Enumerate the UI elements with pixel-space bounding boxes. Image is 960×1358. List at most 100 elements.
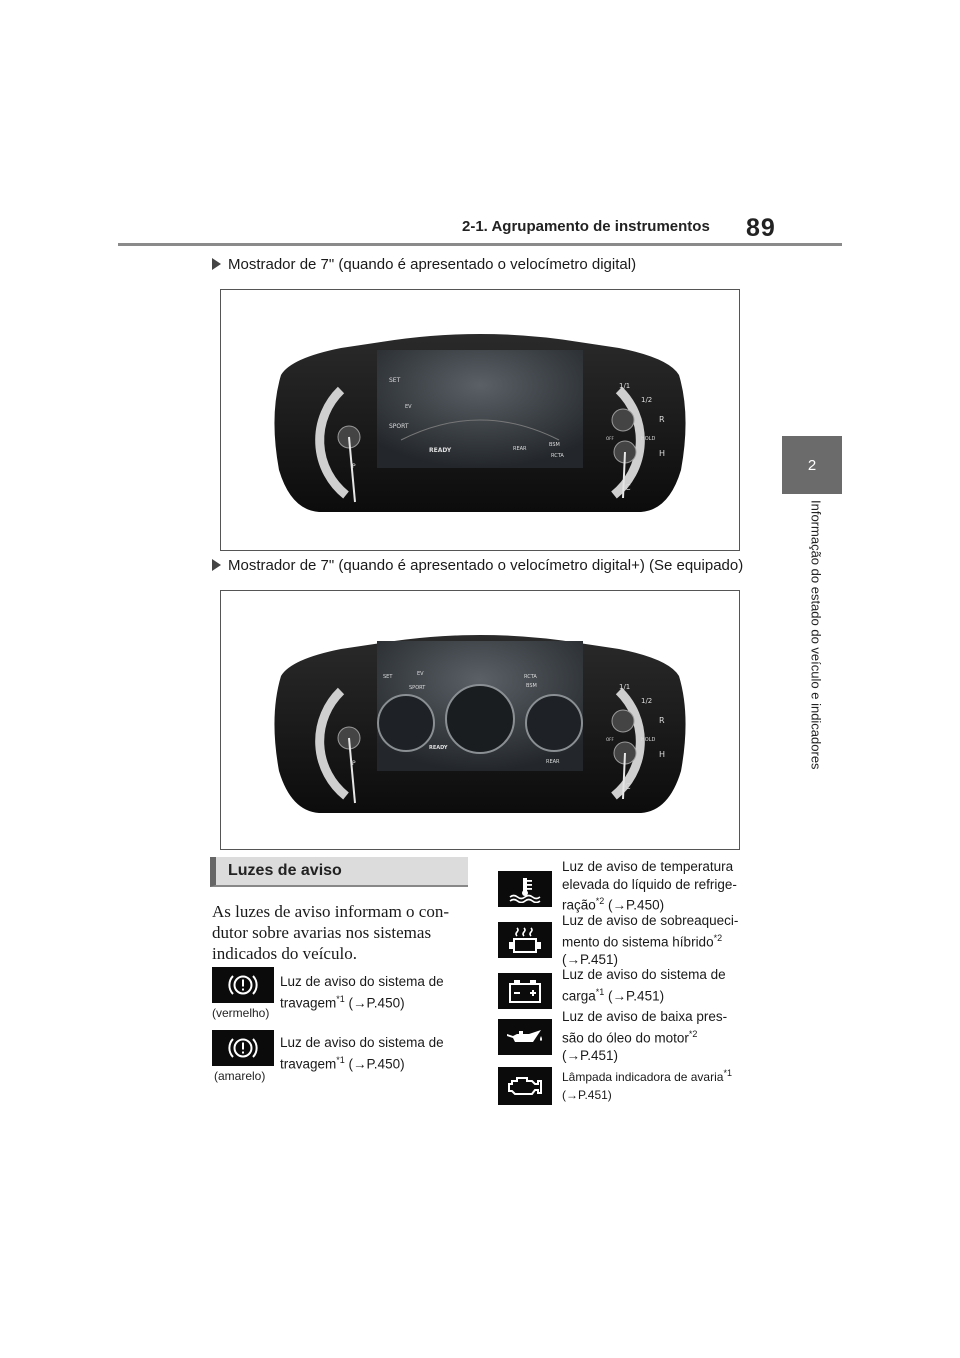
footnote-mark: *2 — [688, 1028, 698, 1039]
page-reference: (→P.450) — [344, 995, 405, 1010]
brake-system-icon — [212, 1030, 274, 1066]
section-heading: Luzes de aviso — [228, 862, 342, 879]
brake-warning-red-desc: Luz de aviso do sistema de travagem*1 (→… — [280, 973, 470, 1012]
footnote-mark: *1 — [723, 1068, 732, 1078]
desc-line: Luz de aviso de baixa pres- — [562, 1009, 728, 1024]
page-reference: (→P.450) — [604, 897, 665, 913]
hold-label: HOLD — [641, 436, 655, 442]
h-label: H — [659, 449, 665, 458]
desc-text: travagem — [280, 1056, 337, 1071]
bsm-label: BSM — [549, 442, 560, 448]
bsm-label: BSM — [526, 683, 537, 689]
off-label: OFF — [606, 436, 614, 441]
intro-paragraph: As luzes de aviso informam o con- dutor … — [212, 901, 474, 964]
desc-line: travagem*1 (→P.450) — [280, 1052, 470, 1073]
chapter-title-text: Informação do estado do veículo e indica… — [808, 500, 824, 770]
header-divider — [118, 243, 842, 246]
battery-charge-icon — [498, 973, 552, 1009]
footnote-mark: *2 — [713, 932, 723, 943]
malfunction-indicator-desc: Lâmpada indicadora de avaria*1 (→P.451) — [562, 1065, 762, 1104]
page-reference: (→P.451) — [562, 1087, 612, 1102]
hybrid-overheat-icon — [498, 922, 552, 958]
cluster-illustration-digital: SET SPORT READY REAR BSM RCTA 1/1 1/2 R … — [274, 334, 686, 512]
desc-line: mento do sistema híbrido*2 — [562, 930, 762, 951]
fuel-full-label: 1/1 — [619, 382, 630, 390]
desc-text: ração — [562, 897, 596, 913]
desc-line: Lâmpada indicadora de avaria*1 — [562, 1065, 762, 1087]
page-reference: (→P.451) — [562, 951, 619, 967]
c-label: C — [625, 782, 631, 791]
page-number: 89 — [746, 214, 776, 242]
color-note-yellow: (amarelo) — [214, 1069, 266, 1083]
sport-label: SPORT — [409, 685, 426, 691]
figure2-caption-text: Mostrador de 7" (quando é apresentado o … — [228, 557, 744, 574]
ev-label: EV — [417, 671, 424, 677]
rear-label: REAR — [513, 446, 527, 452]
intro-line: indicados do veículo. — [212, 944, 357, 963]
intro-line: As luzes de aviso informam o con- — [212, 902, 449, 921]
fuel-full-label: 1/1 — [619, 683, 630, 691]
desc-line: Luz de aviso do sistema de — [280, 1035, 444, 1050]
figure1-caption: Mostrador de 7" (quando é apresentado o … — [212, 256, 636, 273]
figure2-instrument-cluster: SET SPORT READY REAR BSM RCTA 1/1 1/2 R … — [220, 590, 740, 850]
chapter-side-title: Informação do estado do veículo e indica… — [806, 500, 826, 830]
desc-line: Luz de aviso de temperatura — [562, 859, 734, 874]
hold-label: HOLD — [641, 737, 655, 743]
desc-line: são do óleo do motor*2 — [562, 1026, 762, 1047]
r-label: R — [659, 716, 665, 725]
oil-pressure-icon — [498, 1019, 552, 1055]
c-label: C — [625, 483, 631, 492]
desc-text: Lâmpada indicadora de avaria — [562, 1070, 724, 1084]
rcta-label: RCTA — [551, 453, 564, 459]
desc-line: ração*2 (→P.450) — [562, 893, 762, 914]
p-label: P — [352, 760, 356, 767]
set-label: SET — [389, 377, 401, 384]
desc-line: elevada do líquido de refrige- — [562, 876, 737, 892]
figure2-caption: Mostrador de 7" (quando é apresentado o … — [212, 557, 743, 574]
intro-line: dutor sobre avarias nos sistemas — [212, 923, 432, 942]
chapter-tab: 2 — [782, 436, 842, 494]
desc-text: carga — [562, 988, 596, 1003]
coolant-warning-desc: Luz de aviso de temperatura elevada do l… — [562, 858, 762, 914]
ready-label: READY — [429, 447, 452, 454]
p-label: P — [352, 463, 356, 470]
desc-line: travagem*1 (→P.450) — [280, 991, 470, 1012]
cluster-illustration-digital-plus: SET SPORT READY REAR BSM RCTA 1/1 1/2 R … — [274, 635, 686, 813]
oil-pressure-desc: Luz de aviso de baixa pres- são do óleo … — [562, 1008, 762, 1064]
figure1-instrument-cluster: SET SPORT READY REAR BSM RCTA 1/1 1/2 R … — [220, 289, 740, 551]
fuel-half-label: 1/2 — [641, 396, 652, 404]
triangle-bullet-icon — [212, 559, 221, 571]
desc-line: Luz de aviso de sobreaqueci- — [562, 913, 739, 928]
triangle-bullet-icon — [212, 258, 221, 270]
r-label: R — [659, 415, 665, 424]
footnote-mark: *1 — [595, 986, 605, 997]
check-engine-icon — [498, 1067, 552, 1105]
page-reference: (→P.450) — [344, 1056, 405, 1071]
page-reference: (→P.451) — [562, 1047, 619, 1063]
rcta-label: RCTA — [524, 674, 537, 680]
desc-line: Luz de aviso do sistema de — [562, 967, 726, 982]
desc-text: mento do sistema híbrido — [562, 934, 714, 949]
section-title: 2-1. Agrupamento de instrumentos — [462, 218, 710, 235]
page-reference: (→P.451) — [604, 988, 665, 1003]
charging-warning-desc: Luz de aviso do sistema de carga*1 (→P.4… — [562, 966, 762, 1005]
brake-system-icon — [212, 967, 274, 1003]
off-label: OFF — [606, 737, 614, 742]
coolant-temperature-icon — [498, 871, 552, 907]
set-label: SET — [383, 674, 393, 680]
color-note-red: (vermelho) — [212, 1006, 270, 1020]
footnote-mark: *1 — [336, 993, 345, 1004]
desc-text: travagem — [280, 995, 337, 1010]
rear-label: REAR — [546, 759, 560, 765]
chapter-number: 2 — [807, 456, 817, 474]
desc-line: carga*1 (→P.451) — [562, 984, 762, 1005]
fuel-half-label: 1/2 — [641, 697, 652, 705]
footnote-mark: *1 — [336, 1054, 345, 1065]
desc-text: são do óleo do motor — [562, 1030, 689, 1045]
ready-label: READY — [429, 745, 448, 751]
footnote-mark: *2 — [595, 896, 605, 906]
sport-label: SPORT — [389, 423, 409, 430]
brake-warning-yellow-desc: Luz de aviso do sistema de travagem*1 (→… — [280, 1034, 470, 1073]
h-label: H — [659, 750, 665, 759]
hybrid-overheat-desc: Luz de aviso de sobreaqueci- mento do si… — [562, 912, 762, 968]
